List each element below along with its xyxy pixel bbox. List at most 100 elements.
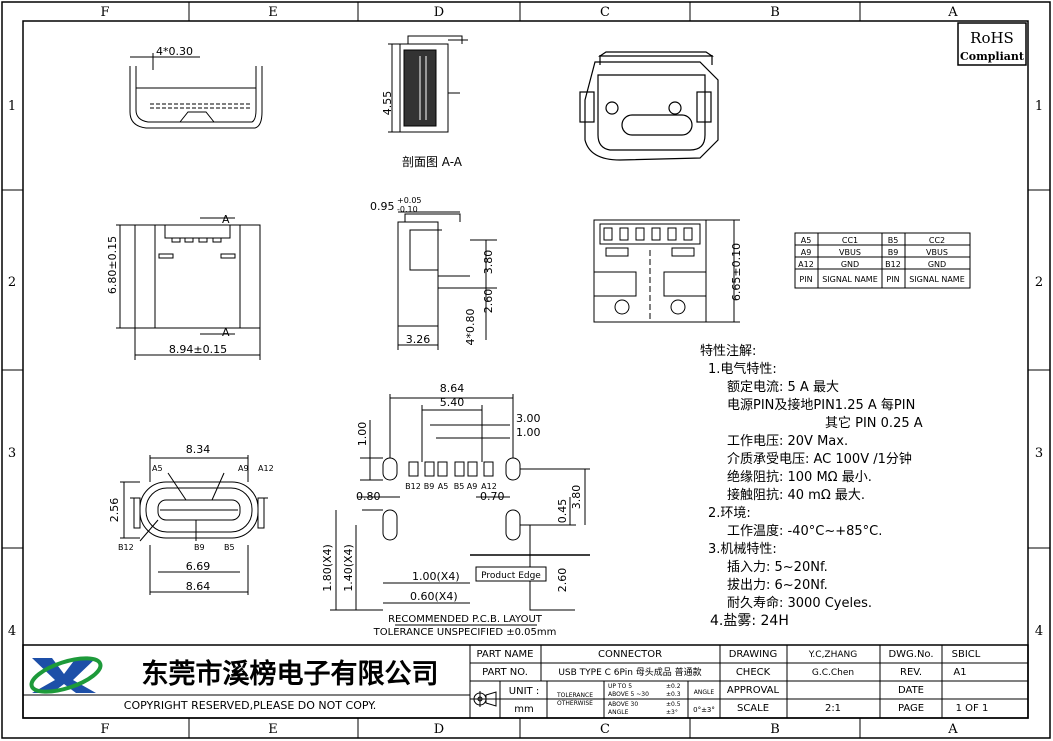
projection-symbol-icon bbox=[472, 691, 497, 707]
rev-value: A1 bbox=[953, 667, 966, 678]
pcb-pin-label: A12 bbox=[481, 482, 497, 491]
end-pin-label: A9 bbox=[238, 464, 249, 473]
bottom-view bbox=[593, 219, 740, 323]
check-label: CHECK bbox=[736, 667, 771, 678]
rohs-badge: RoHS Compliant bbox=[957, 22, 1027, 66]
product-edge-label: Product Edge bbox=[481, 571, 541, 581]
col-label: D bbox=[434, 5, 444, 20]
approval-label: APPROVAL bbox=[727, 685, 780, 696]
section-view bbox=[388, 35, 468, 133]
pcb-260-dim: 2.60 bbox=[556, 568, 569, 593]
pin-cell: PIN bbox=[799, 275, 812, 284]
tolerance-label: TOLERANCE bbox=[556, 692, 593, 699]
product-edge-callout: Product Edge bbox=[475, 566, 547, 582]
row-label: 4 bbox=[1035, 624, 1043, 639]
col-label: B bbox=[770, 5, 780, 20]
tol-angle-value: ±3° bbox=[666, 709, 678, 716]
col-label: E bbox=[268, 5, 278, 20]
end-view bbox=[120, 455, 268, 595]
row-label: 2 bbox=[1035, 275, 1043, 290]
tol-above5: ABOVE 5 ~30 bbox=[608, 691, 649, 698]
pcb-080-dim: 0.80 bbox=[356, 490, 381, 503]
note-line: 1.电气特性: bbox=[708, 361, 777, 377]
pcb-045-dim: 0.45 bbox=[556, 499, 569, 524]
pin-cell: SIGNAL NAME bbox=[909, 275, 965, 284]
pcb-540-dim: 5.40 bbox=[440, 396, 465, 409]
note-line: 拔出力: 6~20Nf. bbox=[727, 578, 828, 593]
spec-notes: 特性注解: 1.电气特性: 额定电流: 5 A 最大 电源PIN及接地PIN1.… bbox=[700, 344, 923, 629]
note-line: 绝缘阻抗: 100 MΩ 最小. bbox=[727, 469, 872, 485]
section-caption: 剖面图 A-A bbox=[402, 155, 463, 169]
scale-label: SCALE bbox=[737, 703, 769, 714]
dwg-value: SBICL bbox=[952, 649, 981, 660]
pcb-864-dim: 8.64 bbox=[440, 382, 465, 395]
rohs-title: RoHS bbox=[970, 29, 1014, 47]
end-pin-label: B12 bbox=[118, 543, 134, 552]
pin-cell: SIGNAL NAME bbox=[822, 275, 878, 284]
end-pin-label: B9 bbox=[194, 543, 205, 552]
pin-cell: B12 bbox=[885, 260, 901, 269]
note-line: 插入力: 5~20Nf. bbox=[727, 560, 828, 575]
col-label: E bbox=[268, 722, 278, 737]
note-line: 3.机械特性: bbox=[708, 542, 777, 557]
unit-label: UNIT : bbox=[509, 686, 539, 697]
part-no-value: USB TYPE C 6Pin 母头成品 普通款 bbox=[558, 666, 701, 678]
pin-cell: VBUS bbox=[839, 248, 861, 257]
tol-above30: ABOVE 30 bbox=[608, 701, 638, 708]
pcb-pin-label: B9 bbox=[424, 482, 435, 491]
col-label: B bbox=[770, 722, 780, 737]
part-no-label: PART NO. bbox=[482, 667, 528, 678]
rev-label: REV. bbox=[900, 667, 922, 678]
pin-table: A5 CC1 B5 CC2 A9 VBUS B9 VBUS A12 GND B1… bbox=[794, 232, 971, 289]
col-label: F bbox=[100, 722, 109, 737]
section-mark-bottom: A bbox=[222, 326, 230, 339]
side-326-dim: 3.26 bbox=[406, 333, 431, 346]
note-line: 工作温度: -40°C~+85°C. bbox=[727, 523, 882, 539]
note-line: 工作电压: 20V Max. bbox=[727, 434, 848, 449]
section-mark-top: A bbox=[222, 213, 230, 226]
pcb-380-dim: 3.80 bbox=[570, 485, 583, 510]
end-top-dim: 8.34 bbox=[186, 443, 211, 456]
company-name: 东莞市溪榜电子有限公司 bbox=[142, 658, 439, 690]
pcb-060x4-dim: 0.60(X4) bbox=[410, 590, 458, 603]
frame-labels: F E D C B A F E D C B A 1 2 3 4 1 2 3 4 bbox=[8, 5, 1043, 737]
end-pin-label: A5 bbox=[152, 464, 163, 473]
tolerance-label-2: OTHERWISE bbox=[557, 700, 593, 707]
end-669-dim: 6.69 bbox=[186, 560, 211, 573]
pin-cell: VBUS bbox=[926, 248, 948, 257]
side-tol-minus: -0.10 bbox=[397, 205, 418, 214]
pcb-pin-label: A5 bbox=[438, 482, 449, 491]
pcb-100-dim: 1.00 bbox=[516, 426, 541, 439]
pcb-pin-label: A9 bbox=[467, 482, 478, 491]
front-view bbox=[116, 217, 261, 360]
page-value: 1 OF 1 bbox=[956, 703, 989, 714]
pcb-180-dim: 1.80(X4) bbox=[321, 544, 334, 592]
angle-label: ANGLE bbox=[694, 689, 715, 696]
pcb-300-dim: 3.00 bbox=[516, 412, 541, 425]
pcb-caption-1: RECOMMENDED P.C.B. LAYOUT bbox=[388, 614, 543, 625]
pcb-pin-label: B5 bbox=[454, 482, 465, 491]
col-label: C bbox=[600, 5, 610, 20]
unit-value: mm bbox=[514, 704, 533, 715]
row-label: 1 bbox=[1035, 99, 1043, 114]
pcb-100x4-dim: 1.00(X4) bbox=[412, 570, 460, 583]
date-label: DATE bbox=[898, 685, 924, 696]
scale-value: 2:1 bbox=[825, 703, 841, 714]
side-top-dim: 0.95 bbox=[370, 200, 395, 213]
col-label: D bbox=[434, 722, 444, 737]
note-line: 额定电流: 5 A 最大 bbox=[727, 380, 839, 395]
pcb-140-dim: 1.40(X4) bbox=[342, 544, 355, 592]
row-label: 1 bbox=[8, 99, 16, 114]
col-label: F bbox=[100, 5, 109, 20]
tol-up-to: UP TO 5 bbox=[608, 683, 632, 690]
pin-cell: A5 bbox=[801, 236, 812, 245]
top-view-pitch-dim: 4*0.30 bbox=[156, 45, 193, 58]
rohs-subtitle: Compliant bbox=[960, 50, 1025, 63]
pin-cell: GND bbox=[841, 260, 859, 269]
note-line: 4.盐雾: 24H bbox=[710, 613, 789, 629]
note-line: 耐久寿命: 3000 Cyeles. bbox=[727, 595, 872, 611]
copyright-text: COPYRIGHT RESERVED,PLEASE DO NOT COPY. bbox=[124, 699, 376, 712]
pcb-layout bbox=[330, 394, 590, 611]
dwg-label: DWG.No. bbox=[888, 649, 933, 660]
